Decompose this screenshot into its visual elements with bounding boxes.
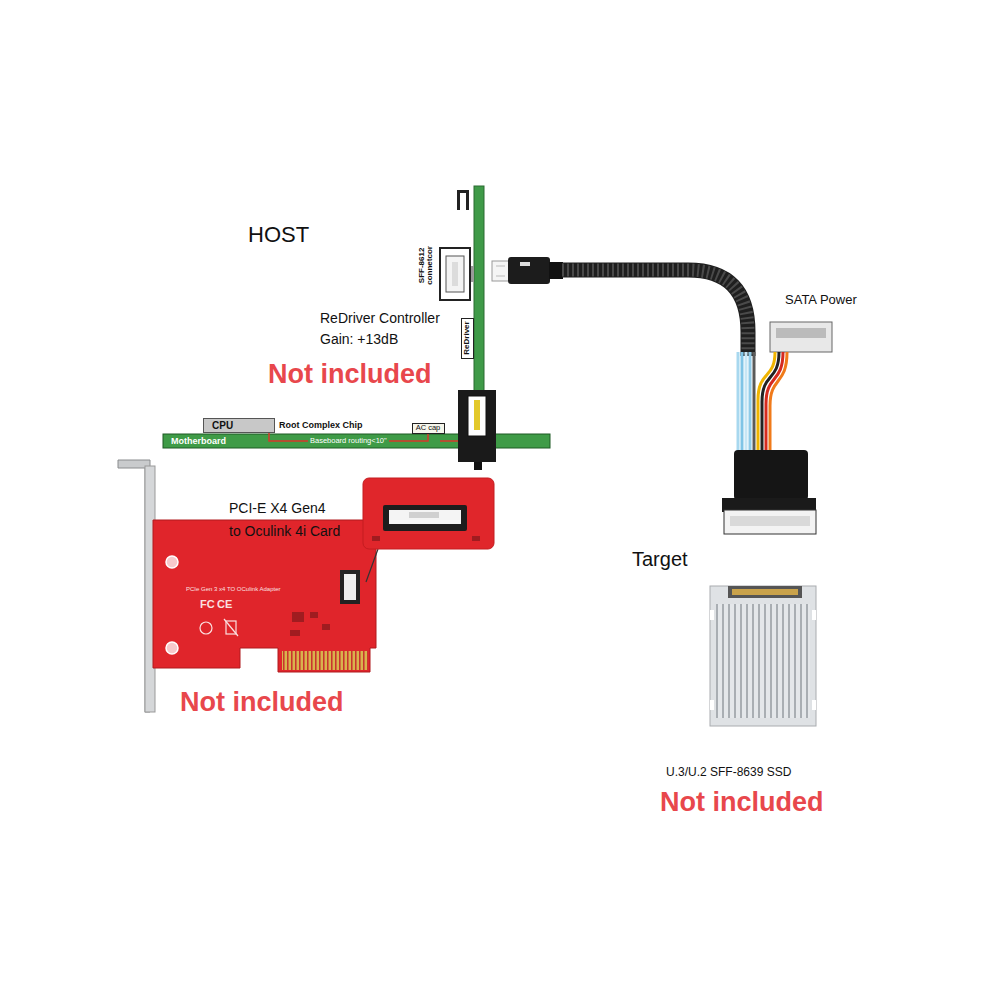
node-text-group: ReDriver xyxy=(462,321,471,354)
sff-8639-plug xyxy=(734,450,808,500)
pcie-slot xyxy=(468,396,486,436)
adapter-card xyxy=(310,612,318,618)
host-heading: HOST xyxy=(248,222,309,247)
port-inset xyxy=(372,536,380,541)
sata-power-connector xyxy=(770,322,832,352)
card-label: to Oculink 4i Card xyxy=(229,523,340,539)
adapter-card xyxy=(153,520,376,672)
card-bracket xyxy=(118,460,155,712)
ac-cap-box: AC cap xyxy=(412,423,445,434)
port-inset xyxy=(472,536,480,541)
not-included-note: Not included xyxy=(268,359,432,390)
port-inset xyxy=(409,512,439,518)
adapter-card xyxy=(322,624,330,630)
edge-label: Baseboard routing<10" xyxy=(308,437,389,446)
ssd-drive xyxy=(716,604,810,718)
adapter-card xyxy=(290,630,300,636)
node-text-group: CPU xyxy=(212,420,233,432)
oculink-plug xyxy=(496,266,505,267)
fcc-mark: FC xyxy=(200,598,215,611)
ssd-drive xyxy=(710,586,816,726)
node-text: AC cap xyxy=(416,424,441,433)
oculink-plug xyxy=(549,262,563,279)
sff-8639-plug xyxy=(722,450,816,534)
ssd-label: U.3/U.2 SFF-8639 SSD xyxy=(666,766,791,780)
braided-cable xyxy=(562,270,748,356)
node-text: ReDriver xyxy=(462,321,471,354)
pcie-slot xyxy=(474,400,480,430)
signal-wires xyxy=(745,352,748,452)
controller-label: ReDriver Controller xyxy=(320,310,440,326)
not-included-note: Not included xyxy=(660,787,824,818)
sata-power-connector xyxy=(770,352,787,452)
oculink-plug xyxy=(492,257,563,284)
node-text: CPU xyxy=(212,420,233,432)
signal-wires xyxy=(738,352,754,452)
signal-wires xyxy=(749,352,752,452)
sata-power-connector xyxy=(776,328,826,338)
sata-power-connector xyxy=(758,322,832,452)
riser-card xyxy=(457,190,469,193)
redriver-chip: ReDriver xyxy=(461,318,474,359)
oculink-plug xyxy=(496,276,505,277)
ce-mark: CE xyxy=(217,598,232,611)
adapter-card xyxy=(344,574,356,600)
sff-8612-connector xyxy=(452,262,458,286)
adapter-card xyxy=(292,612,304,622)
pcie-slot xyxy=(458,390,496,470)
oculink-plug xyxy=(492,261,509,281)
ssd-drive xyxy=(812,700,816,710)
sff-8612-connector xyxy=(440,248,470,300)
ssd-drive xyxy=(710,700,714,710)
node-text-group: Motherboard xyxy=(171,436,226,446)
adapter-card xyxy=(282,651,368,670)
signal-wires xyxy=(753,352,756,452)
sata-power-label: SATA Power xyxy=(785,293,857,308)
port-inset xyxy=(366,549,378,582)
oculink-plug xyxy=(520,262,530,266)
port-inset xyxy=(363,478,494,582)
adapter-card xyxy=(166,642,178,654)
braided-cable xyxy=(562,270,748,356)
ssd-drive xyxy=(732,589,798,595)
node-text: Motherboard xyxy=(171,436,226,446)
adapter-card xyxy=(166,556,178,568)
pcb-trace xyxy=(440,440,460,442)
pcie-slot xyxy=(458,390,496,462)
sff-8612-connector xyxy=(440,248,470,300)
signal-wires xyxy=(741,352,744,452)
ssd-drive xyxy=(728,586,802,598)
pcie-slot xyxy=(474,462,482,470)
card-label: PCI-E X4 Gen4 xyxy=(229,500,326,516)
braided-cable xyxy=(562,270,748,356)
sff-8639-plug xyxy=(730,516,810,526)
ssd-drive xyxy=(812,610,816,620)
cpu-chip: CPU xyxy=(203,418,275,433)
port-inset xyxy=(383,505,467,531)
gain-label: Gain: +13dB xyxy=(320,331,398,347)
target-heading: Target xyxy=(632,548,688,571)
chip-label: Root Complex Chip xyxy=(279,420,363,430)
ssd-drive xyxy=(710,586,816,726)
oculink-plug xyxy=(508,257,550,284)
adapter-card xyxy=(200,622,212,634)
adapter-card xyxy=(224,619,238,636)
ssd-drive xyxy=(710,610,714,620)
silkscreen-text: PCIe Gen 3 x4 TO OCulink Adapter xyxy=(186,586,281,593)
adapter-card xyxy=(340,570,360,604)
not-included-note: Not included xyxy=(180,687,344,718)
signal-wires xyxy=(737,352,740,452)
node-text-group: AC cap xyxy=(416,424,441,433)
adapter-card xyxy=(153,520,376,672)
port-inset xyxy=(389,510,461,524)
sff-8639-plug xyxy=(724,510,816,534)
sff-8612-connector xyxy=(446,256,464,292)
port-inset xyxy=(363,478,494,549)
connector-label: SFF-8612 connetcor xyxy=(418,240,435,290)
